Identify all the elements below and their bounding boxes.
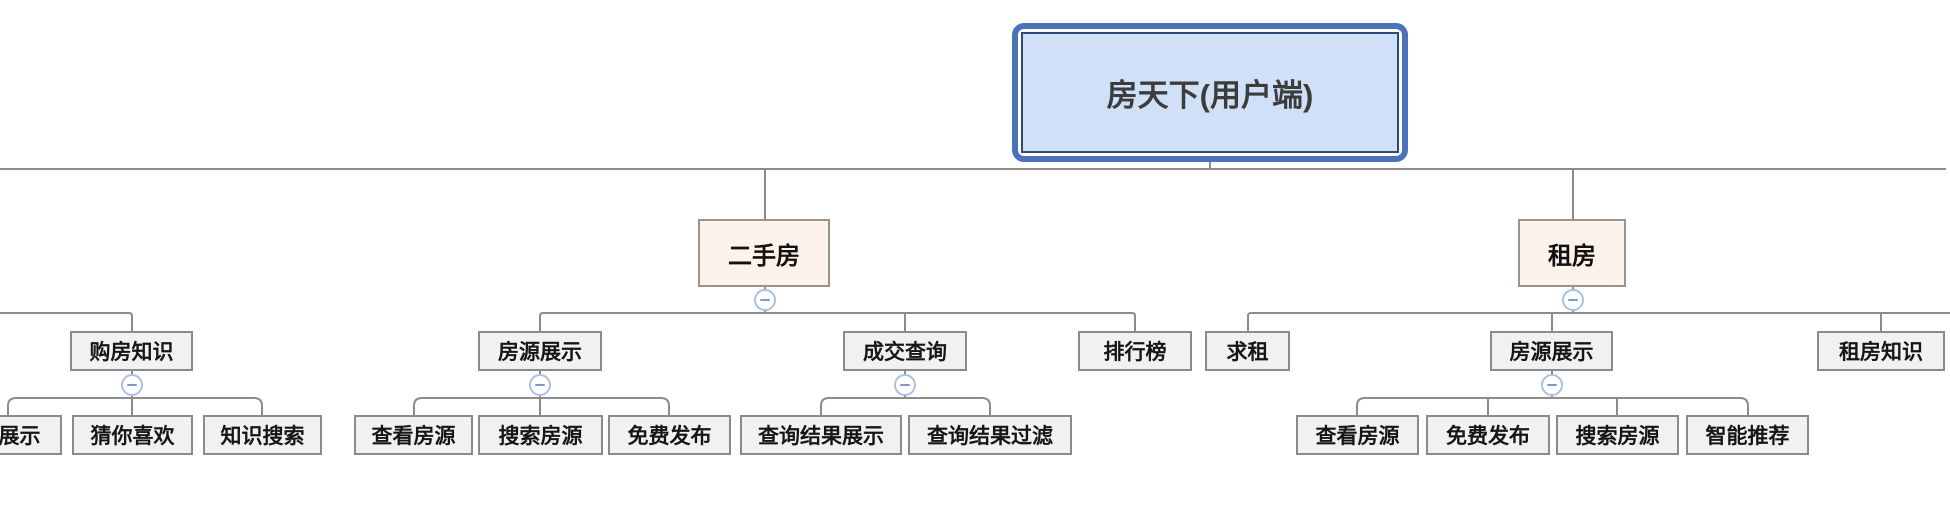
node-guess-you-like[interactable]: 猜你喜欢 [72, 415, 193, 455]
node-deal-query[interactable]: 成交查询 [843, 331, 967, 371]
collapse-icon-deal-query[interactable] [894, 374, 916, 396]
node-rent-house[interactable]: 租房 [1518, 219, 1626, 287]
node-search-listing-1[interactable]: 搜索房源 [478, 415, 603, 455]
node-ranking[interactable]: 排行榜 [1078, 331, 1192, 371]
minus-glyph [535, 384, 545, 386]
node-second-hand-house[interactable]: 二手房 [698, 219, 830, 287]
collapse-icon-listing-display-2[interactable] [1541, 374, 1563, 396]
node-search-listing-2[interactable]: 搜索房源 [1556, 415, 1679, 455]
collapse-icon-buy-house-knowledge[interactable] [121, 374, 143, 396]
node-query-result-display[interactable]: 查询结果展示 [740, 415, 902, 455]
node-listing-display-2[interactable]: 房源展示 [1490, 331, 1613, 371]
root-node-label: 房天下(用户端) [1021, 32, 1399, 153]
node-seek-rent[interactable]: 求租 [1205, 331, 1290, 371]
node-rent-knowledge[interactable]: 租房知识 [1817, 331, 1945, 371]
node-knowledge-search[interactable]: 知识搜索 [203, 415, 322, 455]
node-listing-display-1[interactable]: 房源展示 [478, 331, 602, 371]
minus-glyph [900, 384, 910, 386]
node-free-publish-2[interactable]: 免费发布 [1426, 415, 1550, 455]
node-query-result-filter[interactable]: 查询结果过滤 [908, 415, 1072, 455]
minus-glyph [127, 384, 137, 386]
minus-glyph [1547, 384, 1557, 386]
node-free-publish-1[interactable]: 免费发布 [608, 415, 731, 455]
minus-glyph [760, 299, 770, 301]
node-buy-house-knowledge[interactable]: 购房知识 [70, 331, 193, 371]
node-display-cutoff[interactable]: 展示 [0, 415, 62, 455]
collapse-icon-second-hand-house[interactable] [754, 289, 776, 311]
node-view-listing-2[interactable]: 查看房源 [1296, 415, 1419, 455]
node-view-listing-1[interactable]: 查看房源 [354, 415, 473, 455]
minus-glyph [1568, 299, 1578, 301]
collapse-icon-listing-display-1[interactable] [529, 374, 551, 396]
root-node[interactable]: 房天下(用户端) [1012, 23, 1408, 162]
node-smart-recommend[interactable]: 智能推荐 [1686, 415, 1809, 455]
collapse-icon-rent-house[interactable] [1562, 289, 1584, 311]
